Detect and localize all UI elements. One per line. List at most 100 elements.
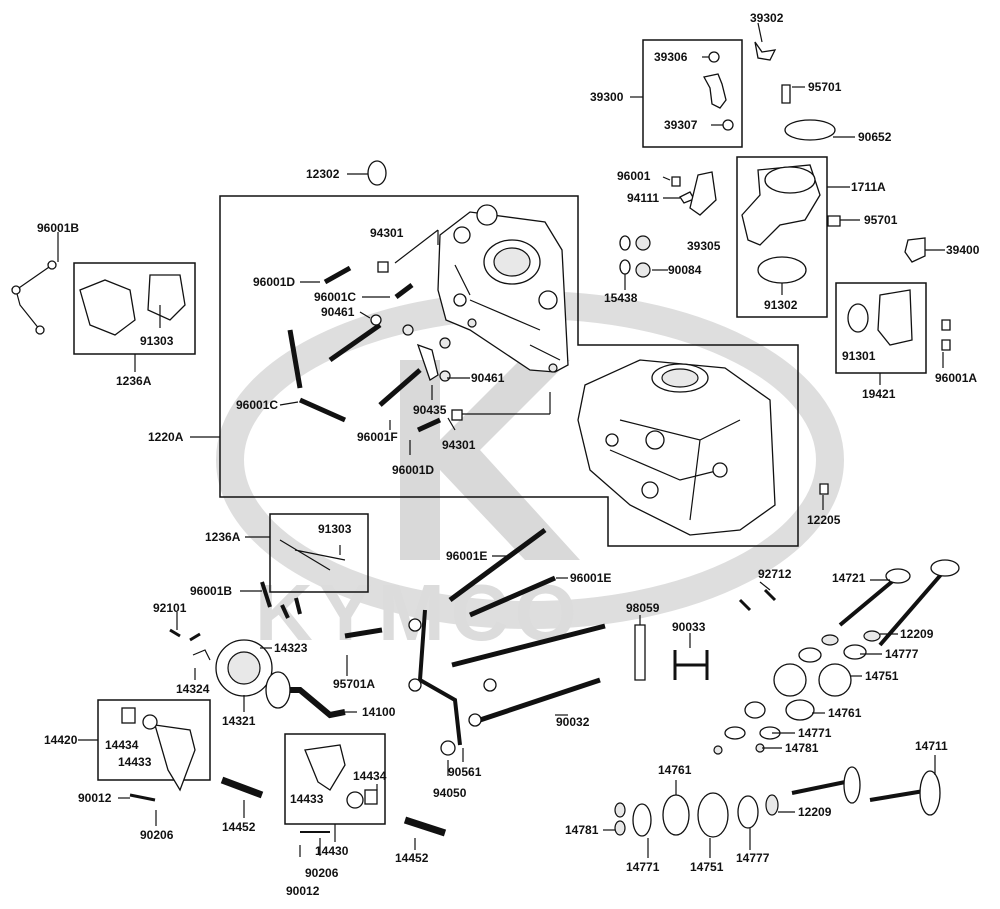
label-94301-b: 94301 xyxy=(442,438,476,452)
part-95701-mid xyxy=(827,215,841,227)
part-39306 xyxy=(708,51,720,63)
part-39307 xyxy=(722,119,734,131)
label-96001F: 96001F xyxy=(357,430,398,444)
part-39302 xyxy=(754,41,777,61)
label-14100: 14100 xyxy=(362,705,396,719)
valve-set-lower xyxy=(614,766,941,838)
label-96001-a: 96001 xyxy=(617,169,651,183)
cylinder-block xyxy=(577,359,776,536)
label-94111: 94111 xyxy=(627,191,659,205)
label-39306: 39306 xyxy=(654,50,688,64)
rocker-arms xyxy=(121,707,447,837)
label-1236A-top: 1236A xyxy=(116,374,152,388)
label-1236A-mid: 1236A xyxy=(205,530,241,544)
box-1220A xyxy=(219,195,799,547)
label-14452-a: 14452 xyxy=(222,820,256,834)
label-90461-b: 90461 xyxy=(471,371,505,385)
label-14761-b: 14761 xyxy=(658,763,692,777)
label-96001D-b: 96001D xyxy=(392,463,434,477)
pushrods xyxy=(408,527,606,756)
part-39305 xyxy=(689,171,717,216)
label-12302: 12302 xyxy=(306,167,340,181)
label-90652: 90652 xyxy=(858,130,892,144)
label-14711: 14711 xyxy=(915,739,948,753)
part-96001-a xyxy=(671,176,681,187)
label-95701-top: 95701 xyxy=(808,80,842,94)
label-96001D-a: 96001D xyxy=(253,275,295,289)
label-39300: 39300 xyxy=(590,90,624,104)
label-90033: 90033 xyxy=(672,620,706,634)
box-1236A-mid xyxy=(269,513,369,593)
label-14721: 14721 xyxy=(832,571,866,585)
label-14777-b: 14777 xyxy=(736,851,770,865)
label-90032: 90032 xyxy=(556,715,590,729)
label-14433-a: 14433 xyxy=(118,755,152,769)
label-90012-a: 90012 xyxy=(78,791,112,805)
label-14452-b: 14452 xyxy=(395,851,429,865)
label-91302: 91302 xyxy=(764,298,798,312)
label-14434-a: 14434 xyxy=(105,738,139,752)
part-91303-top xyxy=(147,274,186,321)
label-14777-a: 14777 xyxy=(885,647,919,661)
label-92101: 92101 xyxy=(153,601,187,615)
label-90012-b: 90012 xyxy=(286,884,320,898)
label-1711A: 1711A xyxy=(851,180,886,194)
label-91301: 91301 xyxy=(842,349,876,363)
label-95701A: 95701A xyxy=(333,677,375,691)
label-90461-a: 90461 xyxy=(321,305,355,319)
label-96001E-b: 96001E xyxy=(570,571,611,585)
label-39400: 39400 xyxy=(946,243,980,257)
label-14751-b: 14751 xyxy=(690,860,724,874)
label-90206-b: 90206 xyxy=(305,866,339,880)
label-14781-a: 14781 xyxy=(785,741,819,755)
part-labels: 39302 39306 39300 39307 95701 90652 1230… xyxy=(37,11,980,898)
box-1711A xyxy=(736,156,828,318)
label-90435: 90435 xyxy=(413,403,447,417)
label-96001C-a: 96001C xyxy=(314,290,356,304)
label-12205: 12205 xyxy=(807,513,841,527)
box-39300 xyxy=(642,39,743,148)
label-96001E-a: 96001E xyxy=(446,549,487,563)
part-19421 xyxy=(877,289,913,346)
part-15438-a xyxy=(619,235,631,251)
label-14761-a: 14761 xyxy=(828,706,862,720)
part-12302 xyxy=(367,160,387,186)
label-96001B-top: 96001B xyxy=(37,221,79,235)
valve-set-upper xyxy=(713,559,960,755)
part-injector xyxy=(703,73,727,109)
label-14781-b: 14781 xyxy=(565,823,599,837)
leader-lines xyxy=(57,22,945,858)
label-14324: 14324 xyxy=(176,682,210,696)
part-90033 xyxy=(673,650,709,680)
watermark-text: KYMCO xyxy=(255,568,583,657)
label-98059: 98059 xyxy=(626,601,660,615)
label-90561: 90561 xyxy=(448,765,482,779)
part-15438-b xyxy=(619,259,631,275)
label-14434-b: 14434 xyxy=(353,769,387,783)
label-91303-top: 91303 xyxy=(140,334,174,348)
label-19421: 19421 xyxy=(862,387,896,401)
box-19421 xyxy=(835,282,927,374)
label-12209-b: 12209 xyxy=(798,805,832,819)
label-95701-mid: 95701 xyxy=(864,213,898,227)
label-14321: 14321 xyxy=(222,714,256,728)
label-14751-a: 14751 xyxy=(865,669,899,683)
label-96001B-mid: 96001B xyxy=(190,584,232,598)
part-92712 xyxy=(738,588,777,612)
part-valve-cover-top xyxy=(79,279,136,336)
label-14771-a: 14771 xyxy=(798,726,832,740)
label-92712: 92712 xyxy=(758,567,792,581)
label-94301-a: 94301 xyxy=(370,226,404,240)
cylinder-head xyxy=(437,204,569,373)
label-96001C-b: 96001C xyxy=(236,398,278,412)
part-91301 xyxy=(847,303,869,333)
part-96001A xyxy=(941,319,951,351)
label-14323: 14323 xyxy=(274,641,308,655)
part-12205 xyxy=(819,483,829,495)
label-14420: 14420 xyxy=(44,733,78,747)
part-90652 xyxy=(784,119,836,141)
label-12209-a: 12209 xyxy=(900,627,934,641)
part-98059 xyxy=(634,624,646,681)
label-1220A: 1220A xyxy=(148,430,184,444)
